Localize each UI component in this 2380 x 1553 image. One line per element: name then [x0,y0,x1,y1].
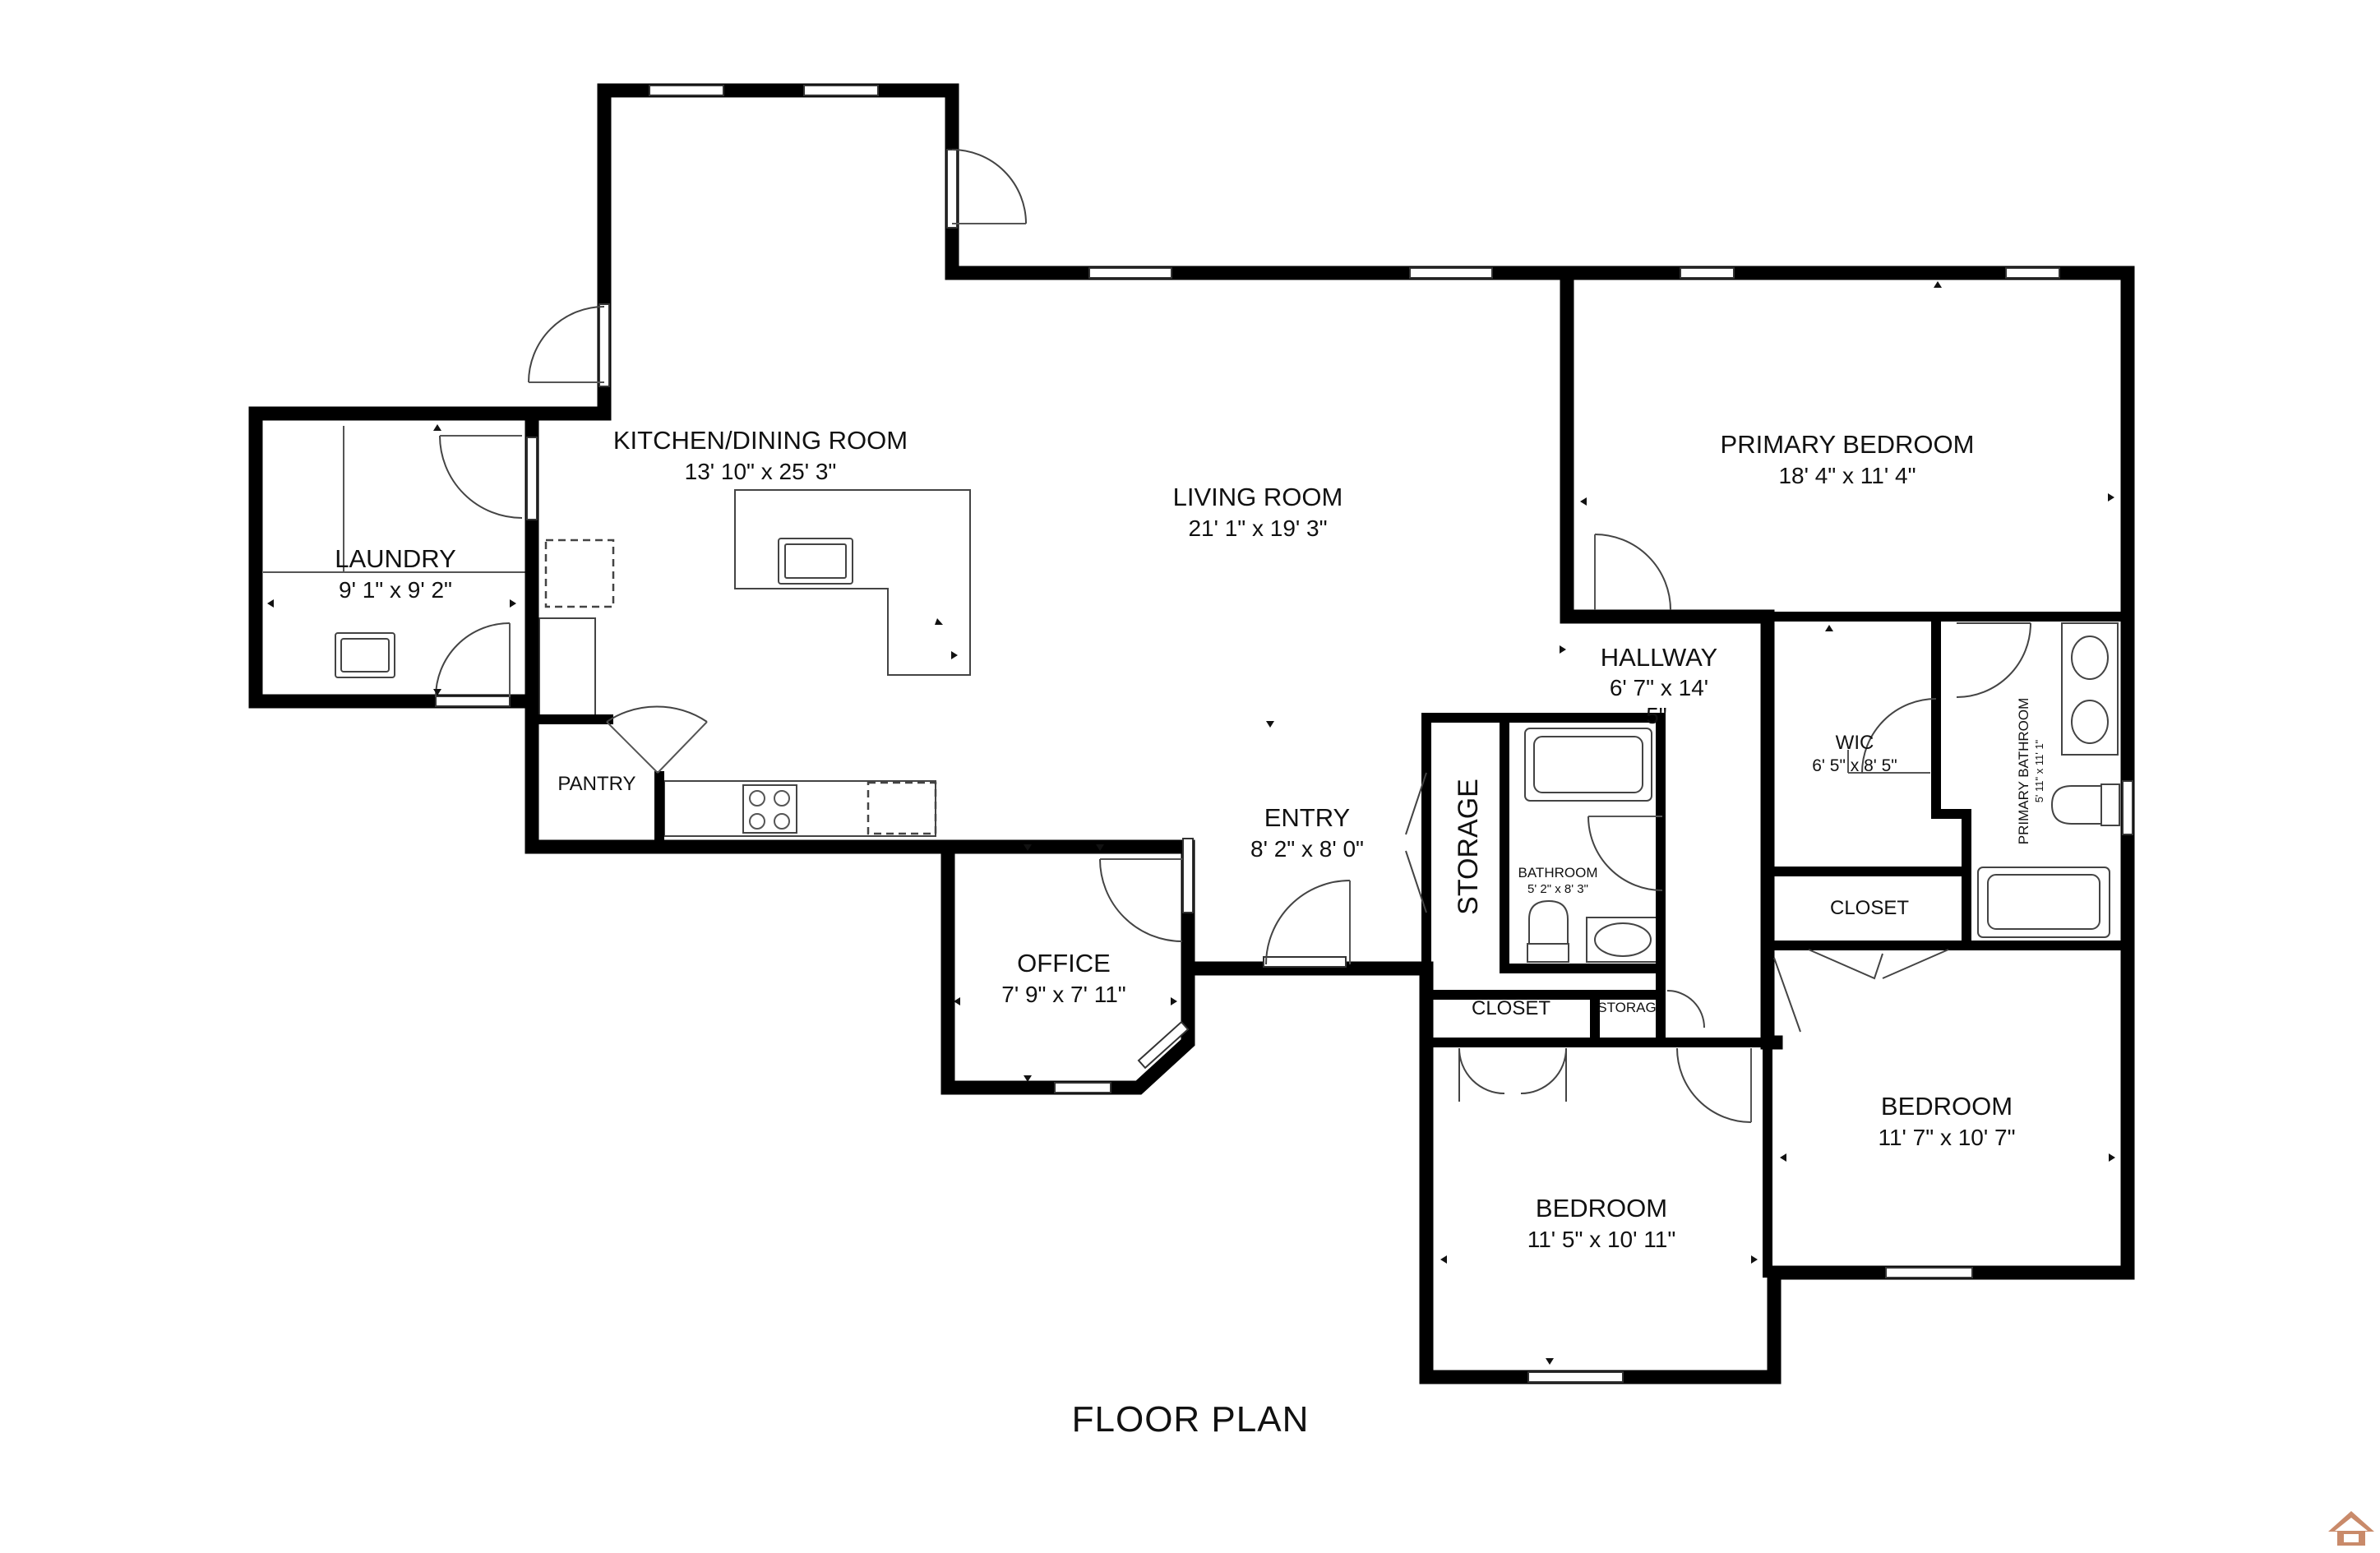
bedroom-bottom-name: BEDROOM [1536,1194,1667,1223]
kitchen-dining-size: 13' 10" x 25' 3" [685,459,837,484]
laundry-name: LAUNDRY [335,544,456,573]
wic-name: WIC [1836,732,1874,754]
hallway-size-2: 5" [1646,703,1667,728]
bedroom-right-name: BEDROOM [1881,1092,2013,1121]
primary-bathroom-name: PRIMARY BATHROOM [2016,698,2031,845]
bathroom-toilet [1528,899,1569,945]
room-labels: KITCHEN/DINING ROOM 13' 10" x 25' 3" LIV… [335,426,2045,1440]
office-name: OFFICE [1017,949,1111,978]
fixtures [263,426,2120,963]
primary-sink-2 [2071,700,2109,744]
pantry-name: PANTRY [557,773,635,795]
bedroom-bottom-size: 11' 5" x 10' 11" [1527,1227,1676,1252]
bathroom-toilet-tank [1527,943,1569,963]
office-size: 7' 9" x 7' 11" [1001,982,1125,1007]
plan-title: FLOOR PLAN [1072,1399,1310,1440]
closet-right-name: CLOSET [1830,897,1909,919]
windows [435,85,2133,1383]
hallway-size-1: 6' 7" x 14' [1610,675,1708,700]
closet-mid-name: CLOSET [1472,997,1550,1019]
washer-inner [340,638,390,673]
bathroom-size: 5' 2" x 8' 3" [1527,882,1588,896]
dishwasher-outline [867,781,937,835]
primary-toilet-tank [2100,783,2120,826]
kitchen-counter [663,780,936,837]
entry-size: 8' 2" x 8' 0" [1250,836,1364,862]
storage-small-name: STORAG [1597,1000,1656,1015]
primary-sink-1 [2071,636,2109,680]
hallway-name: HALLWAY [1601,643,1717,672]
kitchen-sink-basin [784,543,847,579]
interior-walls [527,612,2133,1382]
primary-bedroom-name: PRIMARY BEDROOM [1721,430,1975,459]
laundry-size: 9' 1" x 9' 2" [339,577,452,603]
fridge-outline [544,538,615,608]
living-room-name: LIVING ROOM [1173,483,1343,511]
kitchen-dining-name: KITCHEN/DINING ROOM [613,426,908,455]
house-logo-icon [2328,1511,2374,1546]
bedroom-right-size: 11' 7" x 10' 7" [1878,1125,2015,1150]
storage-name: STORAGE [1453,779,1484,915]
wic-size: 6' 5" x 8' 5" [1812,756,1897,775]
bathroom-name: BATHROOM [1518,865,1598,880]
primary-toilet [2050,785,2102,825]
primary-bathroom-size: 5' 11" x 11' 1" [2033,739,2045,802]
living-room-size: 21' 1" x 19' 3" [1188,515,1327,541]
dimension-ticks [267,281,2115,1365]
entry-name: ENTRY [1264,803,1351,832]
primary-bedroom-size: 18' 4" x 11' 4" [1778,463,1916,488]
side-counter [538,617,596,716]
doors [435,149,2031,1123]
